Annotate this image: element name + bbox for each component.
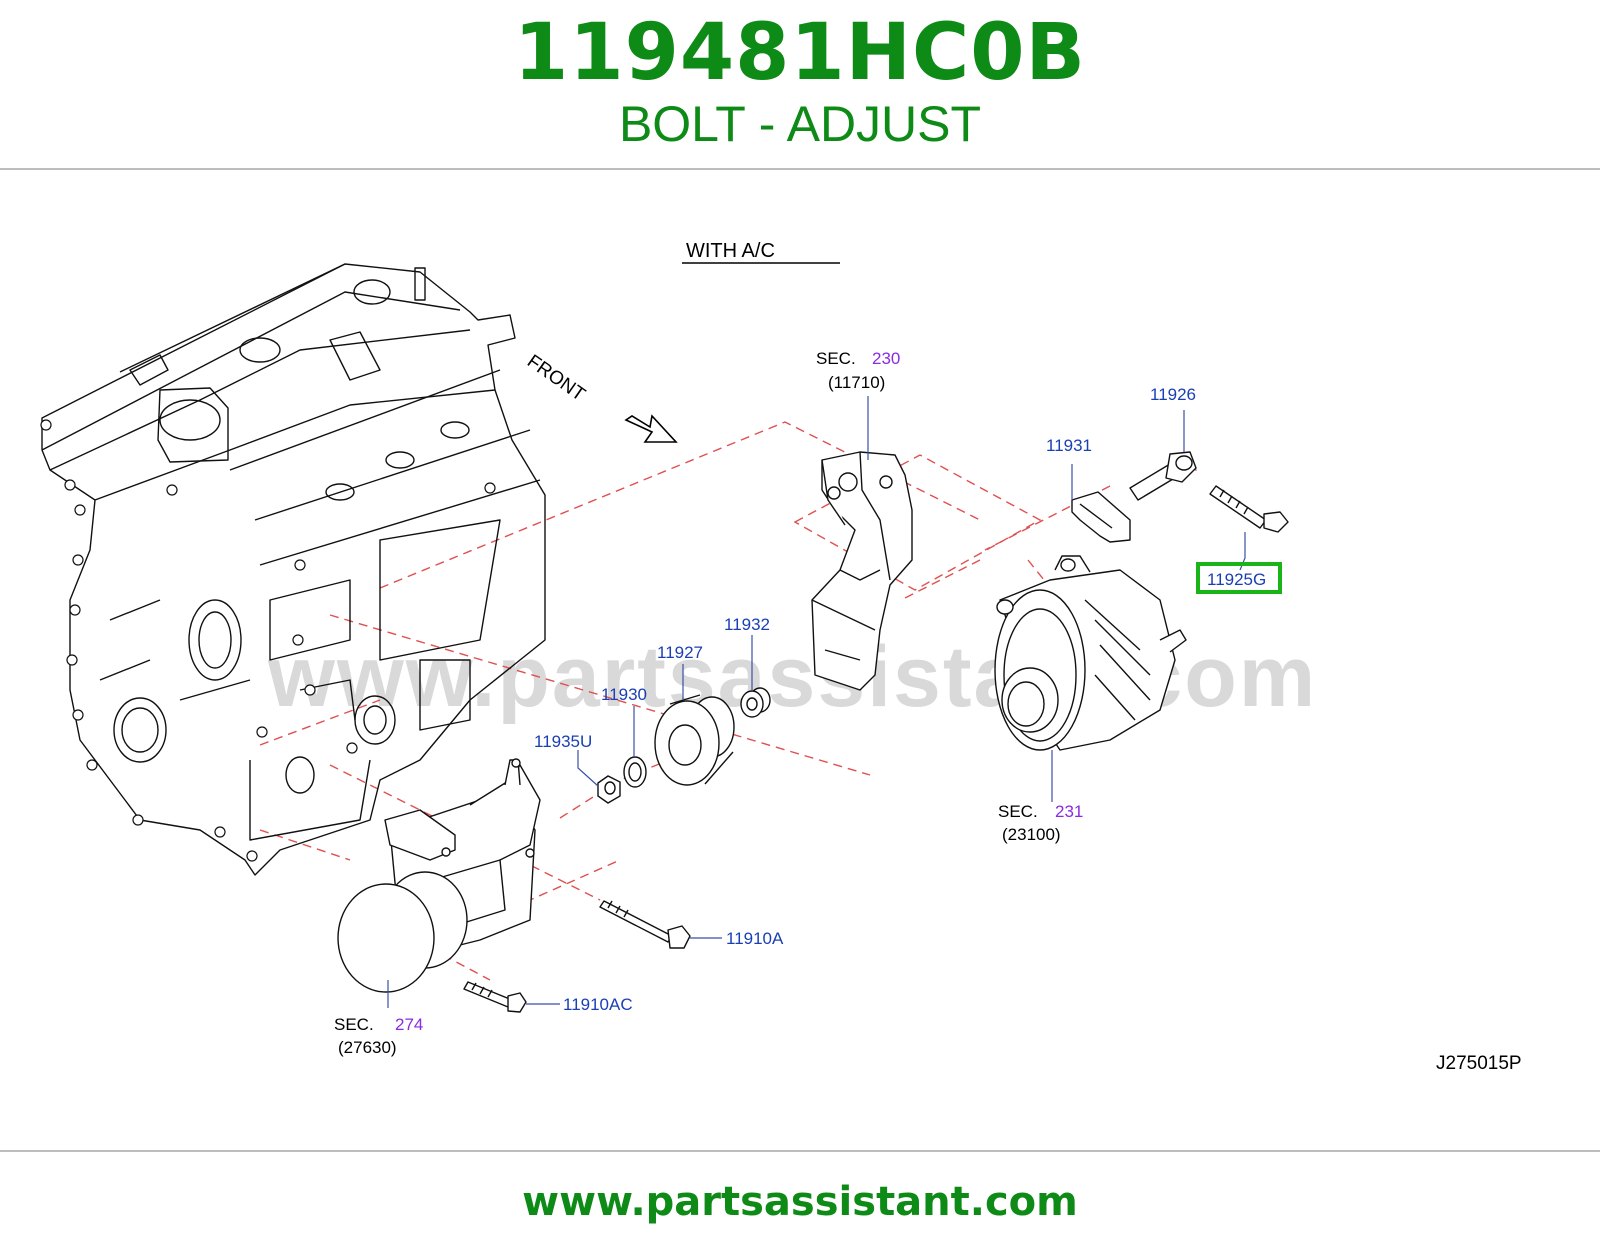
sec231-link[interactable]: 231	[1055, 802, 1083, 821]
part-link-11910a[interactable]: 11910A	[726, 929, 784, 948]
sec274-code: (27630)	[338, 1038, 397, 1057]
alternator-illustration	[994, 555, 1187, 751]
bolt-11910ac-illustration	[463, 981, 527, 1013]
part-link-11930[interactable]: 11930	[601, 685, 647, 704]
part-link-11931[interactable]: 11931	[1046, 436, 1092, 455]
part-description: BOLT - ADJUST	[618, 96, 982, 152]
sec231-prefix: SEC.	[998, 802, 1038, 821]
footer-website-link[interactable]: www.partsassistant.com	[522, 1179, 1078, 1225]
nut-11935u-illustration	[597, 775, 621, 804]
part-link-11932[interactable]: 11932	[724, 615, 770, 634]
diagram-title: WITH A/C	[686, 240, 775, 262]
front-arrow-icon	[624, 414, 678, 443]
idler-pulley-11927-illustration	[654, 694, 735, 786]
part-number-title: 119481HC0B	[514, 8, 1086, 98]
clip-11931-illustration	[1071, 491, 1131, 543]
callout-leaders	[387, 396, 1246, 1008]
part-link-11935u[interactable]: 11935U	[534, 732, 592, 751]
part-link-11926[interactable]: 11926	[1150, 385, 1196, 404]
sec230-code: (11710)	[828, 373, 885, 392]
engine-bolt-heads	[40, 419, 496, 862]
part-link-11910ac[interactable]: 11910AC	[563, 995, 633, 1014]
drawing-code: J275015P	[1436, 1053, 1522, 1074]
bolt-11925g-illustration	[1209, 485, 1289, 533]
part-link-11925g[interactable]: 11925G	[1207, 570, 1266, 589]
engine-block-illustration	[41, 263, 546, 876]
bolt-11926-illustration	[1129, 451, 1197, 501]
spacer-11932-illustration	[740, 687, 771, 718]
bracket-illustration	[811, 451, 913, 691]
washer-11930-illustration	[623, 756, 647, 788]
sec274-link[interactable]: 274	[395, 1015, 423, 1034]
front-label: FRONT	[523, 351, 589, 406]
header-divider	[0, 168, 1600, 170]
sec230-prefix: SEC.	[816, 349, 856, 368]
ac-compressor-illustration	[337, 758, 541, 993]
parts-diagram: www.partsassistant.com WITH A/C FRONT	[0, 220, 1600, 1110]
footer-divider	[0, 1150, 1600, 1152]
bolt-11910a-illustration	[599, 900, 691, 949]
sec231-code: (23100)	[1002, 825, 1061, 844]
highlight-box-11925g	[1196, 562, 1282, 594]
part-link-11927[interactable]: 11927	[657, 643, 703, 662]
sec230-link[interactable]: 230	[872, 349, 900, 368]
sec274-prefix: SEC.	[334, 1015, 374, 1034]
